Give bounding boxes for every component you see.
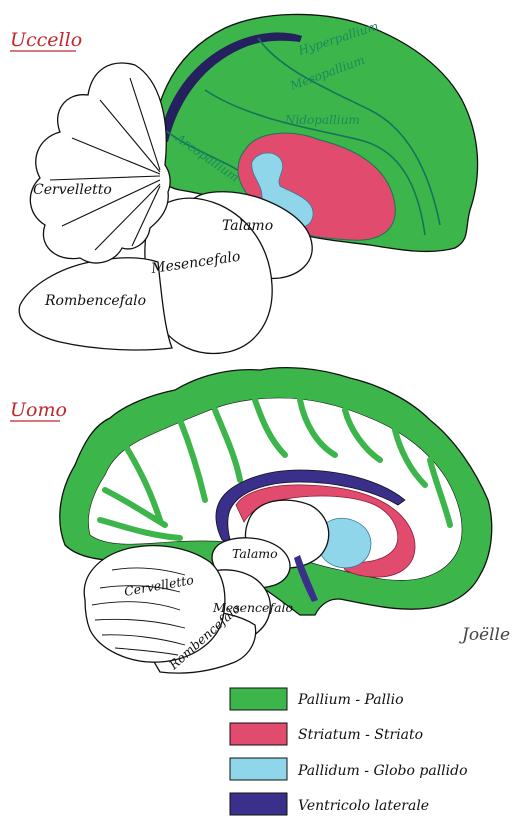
human-title: Uomo [10, 399, 67, 421]
legend-swatch-pallium [230, 688, 287, 710]
human-brain: Uomo Talamo Cervelletto Mesencefalo Romb… [10, 368, 492, 673]
bird-title: Uccello [10, 29, 82, 51]
legend-label-striatum: Striatum - Striato [298, 727, 423, 743]
bird-cerebellum-shape [30, 63, 170, 263]
legend-swatch-ventricle [230, 793, 287, 815]
bird-label-cerebellum: Cervelletto [33, 182, 112, 198]
legend: Pallium - Pallio Striatum - Striato Pall… [230, 688, 468, 815]
legend-label-pallidum: Pallidum - Globo pallido [297, 763, 468, 779]
bird-brain: Uccello Hyperpallium Mesopallium Nidopal… [10, 14, 478, 353]
human-label-thalamus: Talamo [232, 546, 278, 561]
bird-label-hindbrain: Rombencefalo [44, 293, 146, 309]
legend-swatch-striatum [230, 723, 287, 745]
legend-label-pallium: Pallium - Pallio [297, 692, 404, 708]
bird-label-nidopallium: Nidopallium [284, 113, 360, 127]
legend-swatch-pallidum [230, 758, 287, 780]
signature: Joëlle [459, 625, 510, 645]
legend-label-ventricle: Ventricolo laterale [298, 798, 429, 814]
bird-label-thalamus: Talamo [222, 218, 273, 234]
